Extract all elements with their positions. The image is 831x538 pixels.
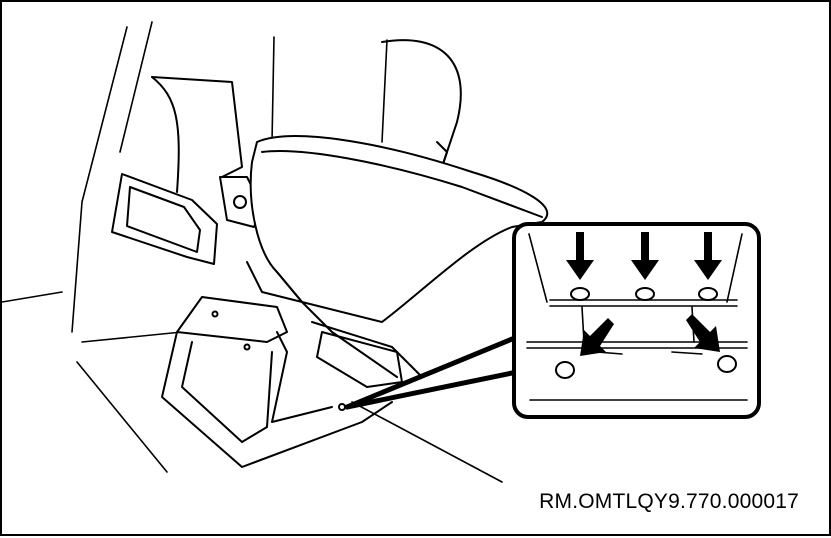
seat-frame-icon: [161, 261, 423, 468]
cabin-background: [2, 21, 503, 483]
callout-box: [512, 222, 761, 419]
callout-leader: [344, 334, 520, 410]
seat-cushion: [249, 135, 549, 378]
arrow-diagonal-icon: [580, 314, 720, 356]
bolt-icon: [555, 287, 737, 379]
seat-belt-buckle: [111, 173, 263, 265]
arrow-down-icon: [566, 232, 722, 280]
bolt-icon: [338, 403, 346, 411]
reference-code: RM.OMTLQY9.770.000017: [539, 490, 799, 513]
